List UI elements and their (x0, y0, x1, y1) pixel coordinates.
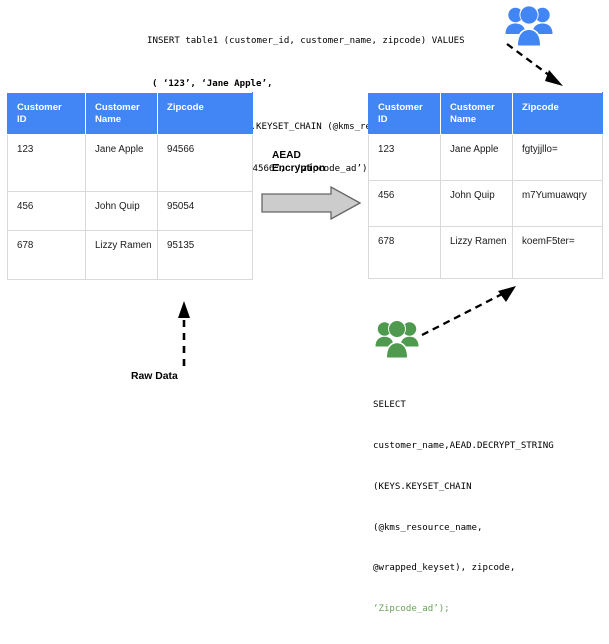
column-header-line-1: Customer (17, 102, 62, 113)
column-header-line-2: ID (378, 113, 388, 125)
encrypted-customer-table: Customer ID Customer Name Zipcode 123 Ja… (368, 92, 603, 279)
table-row: 456 John Quip 95054 (7, 191, 253, 231)
table-row: 123 Jane Apple fgtyjjllo= (368, 134, 603, 181)
column-header-customer-name: Customer Name (85, 92, 158, 135)
column-header-customer-id: Customer ID (7, 92, 86, 135)
column-header-line-1: Customer (378, 102, 423, 113)
column-header-line-1: Zipcode (522, 102, 559, 113)
cell-customer-id: 678 (7, 230, 86, 280)
column-header-line-1: Customer (95, 102, 140, 113)
table-header-row: Customer ID Customer Name Zipcode (7, 92, 253, 135)
table-row: 678 Lizzy Ramen koemF5ter= (368, 226, 603, 279)
right-block-arrow-icon (261, 186, 361, 220)
cell-zipcode: m7Yumuawqry (512, 180, 603, 227)
column-header-zipcode: Zipcode (157, 92, 253, 135)
cell-zipcode: 95135 (157, 230, 253, 280)
select-sql-line-5: @wrapped_keyset), zipcode, (373, 563, 516, 574)
aead-encryption-label: AEAD Encryption (272, 150, 326, 174)
table-row: 123 Jane Apple 94566 (7, 134, 253, 192)
cell-customer-id: 123 (7, 134, 86, 192)
select-sql-line-1: SELECT (373, 400, 406, 411)
column-header-line-2: ID (17, 113, 27, 125)
select-sql-statement: SELECT customer_name,AEAD.DECRYPT_STRING… (373, 372, 554, 644)
table-row: 678 Lizzy Ramen 95135 (7, 230, 253, 280)
table-header-row: Customer ID Customer Name Zipcode (368, 92, 603, 135)
people-group-icon (375, 319, 419, 358)
cell-customer-id: 123 (368, 134, 441, 181)
cell-customer-id: 678 (368, 226, 441, 279)
dashed-diagonal-arrow-icon (421, 286, 516, 337)
raw-data-label: Raw Data (131, 371, 178, 382)
select-sql-line-6: ‘Zipcode_ad’); (373, 604, 450, 615)
cell-customer-name: Jane Apple (440, 134, 513, 181)
column-header-customer-id: Customer ID (368, 92, 441, 135)
cell-zipcode: fgtyjjllo= (512, 134, 603, 181)
dashed-diagonal-arrow-icon (506, 43, 563, 86)
select-sql-line-2: customer_name,AEAD.DECRYPT_STRING (373, 440, 554, 451)
cell-customer-id: 456 (7, 191, 86, 231)
plaintext-customer-table: Customer ID Customer Name Zipcode 123 Ja… (7, 92, 253, 280)
insert-sql-line-2: ( ‘123’, ‘Jane Apple’, (152, 79, 273, 90)
cell-zipcode: 95054 (157, 191, 253, 231)
column-header-line-2: Name (95, 113, 122, 125)
cell-zipcode: 94566 (157, 134, 253, 192)
cell-customer-name: Lizzy Ramen (85, 230, 158, 280)
select-sql-line-4: (@kms_resource_name, (373, 522, 483, 533)
column-header-line-1: Zipcode (167, 102, 204, 113)
diagram-canvas: INSERT table1 (customer_id, customer_nam… (7, 4, 603, 614)
dashed-up-arrow-icon (178, 301, 190, 366)
cell-zipcode: koemF5ter= (512, 226, 603, 279)
column-header-line-2: Name (450, 113, 477, 125)
cell-customer-name: Lizzy Ramen (440, 226, 513, 279)
cell-customer-name: John Quip (440, 180, 513, 227)
insert-sql-line-1: INSERT table1 (customer_id, customer_nam… (147, 36, 465, 47)
column-header-zipcode: Zipcode (512, 92, 603, 135)
column-header-line-1: Customer (450, 102, 495, 113)
column-header-customer-name: Customer Name (440, 92, 513, 135)
cell-customer-name: Jane Apple (85, 134, 158, 192)
cell-customer-id: 456 (368, 180, 441, 227)
people-group-icon (505, 4, 553, 46)
cell-customer-name: John Quip (85, 191, 158, 231)
select-sql-line-3: (KEYS.KEYSET_CHAIN (373, 481, 472, 492)
table-row: 456 John Quip m7Yumuawqry (368, 180, 603, 227)
